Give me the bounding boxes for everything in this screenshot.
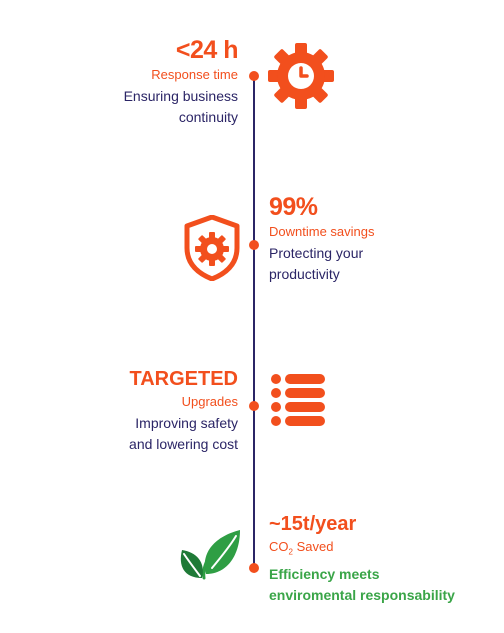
gear-clock-icon	[266, 41, 336, 116]
metric-label: CO2 Saved	[269, 539, 334, 557]
metric-value: 99%	[269, 193, 318, 221]
metric-value: ~15t/year	[269, 513, 357, 535]
metric-value: TARGETED	[129, 368, 238, 390]
metric-value: <24 h	[175, 36, 239, 64]
stat-targeted-upgrades: TARGETED Upgrades Improving safety and l…	[129, 367, 238, 455]
timeline-dot-response-time	[249, 71, 259, 81]
metric-description: Ensuring business continuity	[123, 88, 238, 125]
timeline-dot-upgrades	[249, 401, 259, 411]
leaves-icon	[178, 528, 242, 587]
timeline-line	[253, 74, 255, 568]
stat-response-time: <24 h Response time Ensuring business co…	[123, 36, 239, 128]
metric-description: Protecting your productivity	[269, 245, 364, 282]
timeline-dot-co2	[249, 563, 259, 573]
list-icon	[271, 372, 327, 433]
stat-co2-saved: ~15t/year CO2 Saved Efficiency meets env…	[269, 512, 455, 606]
metric-label: Downtime savings	[269, 224, 375, 239]
timeline-dot-downtime	[249, 240, 259, 250]
metric-description: Improving safety and lowering cost	[129, 415, 238, 452]
metric-label: Response time	[151, 67, 238, 82]
stat-downtime-savings: 99% Downtime savings Protecting your pro…	[269, 193, 375, 285]
metric-label: Upgrades	[181, 394, 238, 409]
metric-description: Efficiency meets enviromental responsabi…	[269, 565, 455, 603]
shield-gear-icon	[184, 214, 240, 286]
